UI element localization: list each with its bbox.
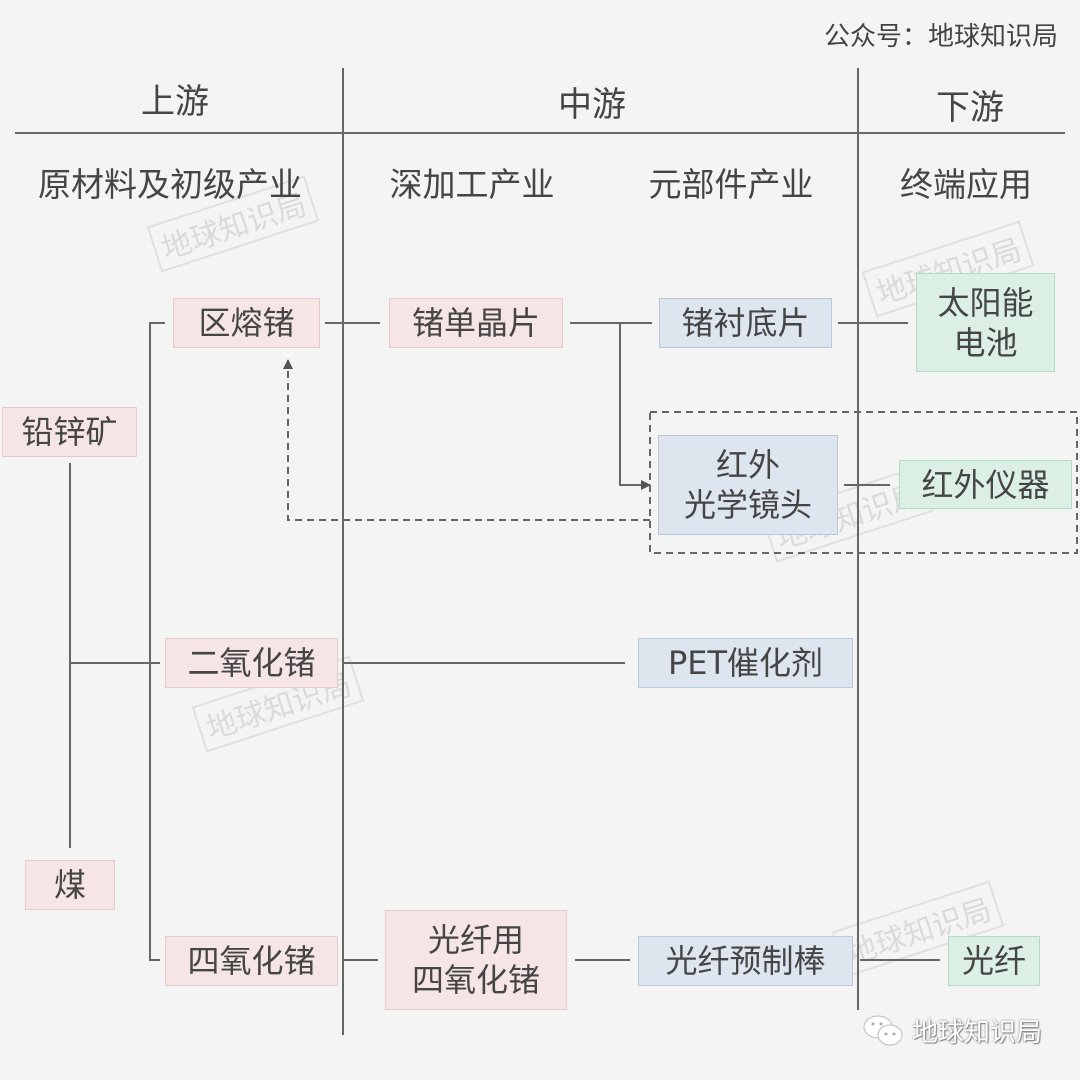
wechat-icon <box>863 1015 903 1045</box>
node-label: 光纤预制棒 <box>665 942 826 980</box>
node-label: 红外 <box>715 446 780 484</box>
node-fiber-gecl4: 光纤用四氧化锗 <box>385 910 567 1010</box>
node-label: 区熔锗 <box>198 304 295 342</box>
node-label: PET催化剂 <box>667 644 824 682</box>
stage-midstream: 中游 <box>558 85 626 125</box>
node-geo2: 二氧化锗 <box>165 638 338 688</box>
node-zone-refined-ge: 区熔锗 <box>173 298 320 348</box>
node-lead-zinc-ore: 铅锌矿 <box>2 407 137 457</box>
node-label: 光学镜头 <box>683 486 812 524</box>
node-label: 四氧化锗 <box>187 942 316 980</box>
node-label: 红外仪器 <box>921 465 1050 504</box>
segment-terminal: 终端应用 <box>900 165 1032 204</box>
node-label: 锗衬底片 <box>681 304 810 342</box>
segment-component: 元部件产业 <box>648 165 814 204</box>
node-ge-wafer: 锗单晶片 <box>389 298 563 348</box>
node-label: 光纤用 <box>427 921 524 959</box>
node-coal: 煤 <box>25 860 115 910</box>
segment-deep: 深加工产业 <box>389 165 555 204</box>
node-solar-cell: 太阳能电池 <box>916 273 1055 372</box>
stage-downstream: 下游 <box>936 88 1004 128</box>
footer-brand-label: 地球知识局 <box>912 1018 1043 1048</box>
node-label: 四氧化锗 <box>411 961 540 999</box>
node-label: 铅锌矿 <box>21 413 118 451</box>
node-label: 煤 <box>53 866 86 904</box>
node-label: 二氧化锗 <box>187 644 316 682</box>
node-fiber-preform: 光纤预制棒 <box>638 936 853 986</box>
node-ir-lens: 红外光学镜头 <box>658 435 838 535</box>
node-gecl4: 四氧化锗 <box>165 936 338 986</box>
node-label: 太阳能 <box>937 283 1034 322</box>
source-credit: 公众号：地球知识局 <box>823 22 1058 52</box>
node-ir-instrument: 红外仪器 <box>899 460 1072 509</box>
footer-brand: 地球知识局 <box>862 1012 1042 1049</box>
node-pet-catalyst: PET催化剂 <box>638 638 853 688</box>
node-label: 电池 <box>953 323 1018 362</box>
stage-upstream: 上游 <box>141 82 209 122</box>
node-optical-fiber: 光纤 <box>948 936 1040 986</box>
node-label: 光纤 <box>961 942 1026 980</box>
node-label: 锗单晶片 <box>411 304 540 342</box>
segment-raw: 原材料及初级产业 <box>38 165 302 204</box>
node-ge-substrate: 锗衬底片 <box>659 298 832 348</box>
